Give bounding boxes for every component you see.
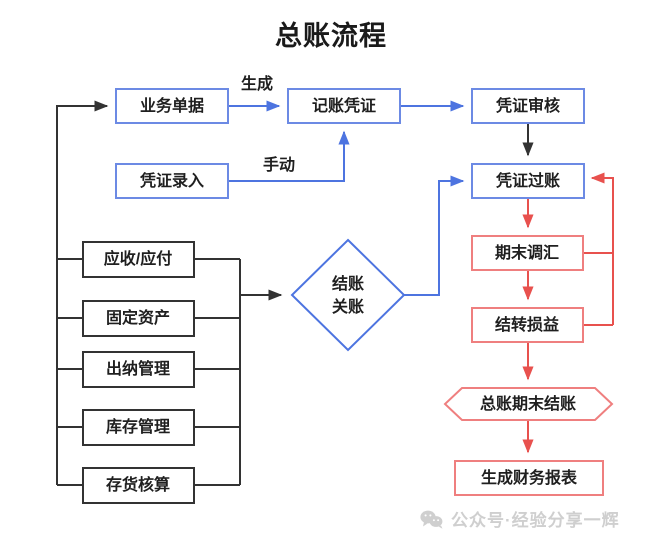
node-label: 应收/应付 [104,249,172,268]
node-label-line2: 关账 [332,297,364,316]
edge-label-generate: 生成 [241,74,273,93]
node-label: 总账期末结账 [480,394,576,413]
watermark: 公众号·经验分享一辉 [420,506,620,531]
node-inventory-accounting[interactable]: 存货核算 [82,467,195,504]
node-label: 记账凭证 [312,96,376,115]
watermark-text: 公众号·经验分享一辉 [451,511,620,530]
node-label: 期末调汇 [495,243,559,262]
node-label: 凭证录入 [139,171,204,190]
node-period-end-fx-adjustment[interactable]: 期末调汇 [471,235,584,271]
node-label-line1: 结账 [331,274,364,293]
node-label: 凭证审核 [495,96,560,115]
node-ar-ap[interactable]: 应收/应付 [82,241,195,278]
node-label: 出纳管理 [106,359,170,378]
node-closing-decision[interactable]: 结账 关账 [290,238,406,352]
node-profit-loss-transfer[interactable]: 结转损益 [471,307,584,343]
node-business-document[interactable]: 业务单据 [115,88,229,124]
node-layer: 业务单据 记账凭证 凭证审核 凭证录入 凭证过账 [82,88,614,504]
node-fixed-assets[interactable]: 固定资产 [82,300,195,337]
node-accounting-voucher[interactable]: 记账凭证 [287,88,401,124]
node-label: 存货核算 [106,475,170,494]
node-voucher-review[interactable]: 凭证审核 [471,88,585,124]
edge-layer [56,100,614,486]
node-label: 凭证过账 [495,171,560,190]
edge-voucher-entry-to-voucher [228,130,350,182]
node-label: 生成财务报表 [481,468,578,487]
edge-closing-to-posting [404,175,465,296]
edge-modules-to-business-doc [56,100,109,485]
node-label: 库存管理 [106,417,170,436]
node-label: 结转损益 [494,315,559,334]
node-label: 业务单据 [140,96,204,115]
edge-label-manual: 手动 [263,155,295,174]
node-voucher-entry[interactable]: 凭证录入 [115,163,229,199]
page-title: 总账流程 [275,21,387,51]
edge-label-layer: 生成 手动 [241,74,295,174]
node-generate-financial-reports[interactable]: 生成财务报表 [454,460,604,496]
node-label: 固定资产 [106,308,170,327]
edge-feedback-to-posting [590,172,614,325]
node-inventory-management[interactable]: 库存管理 [82,409,195,446]
node-cashier-management[interactable]: 出纳管理 [82,351,195,388]
node-gl-period-end-closing[interactable]: 总账期末结账 [443,387,614,421]
node-voucher-posting[interactable]: 凭证过账 [471,163,585,199]
wechat-icon [420,510,443,529]
